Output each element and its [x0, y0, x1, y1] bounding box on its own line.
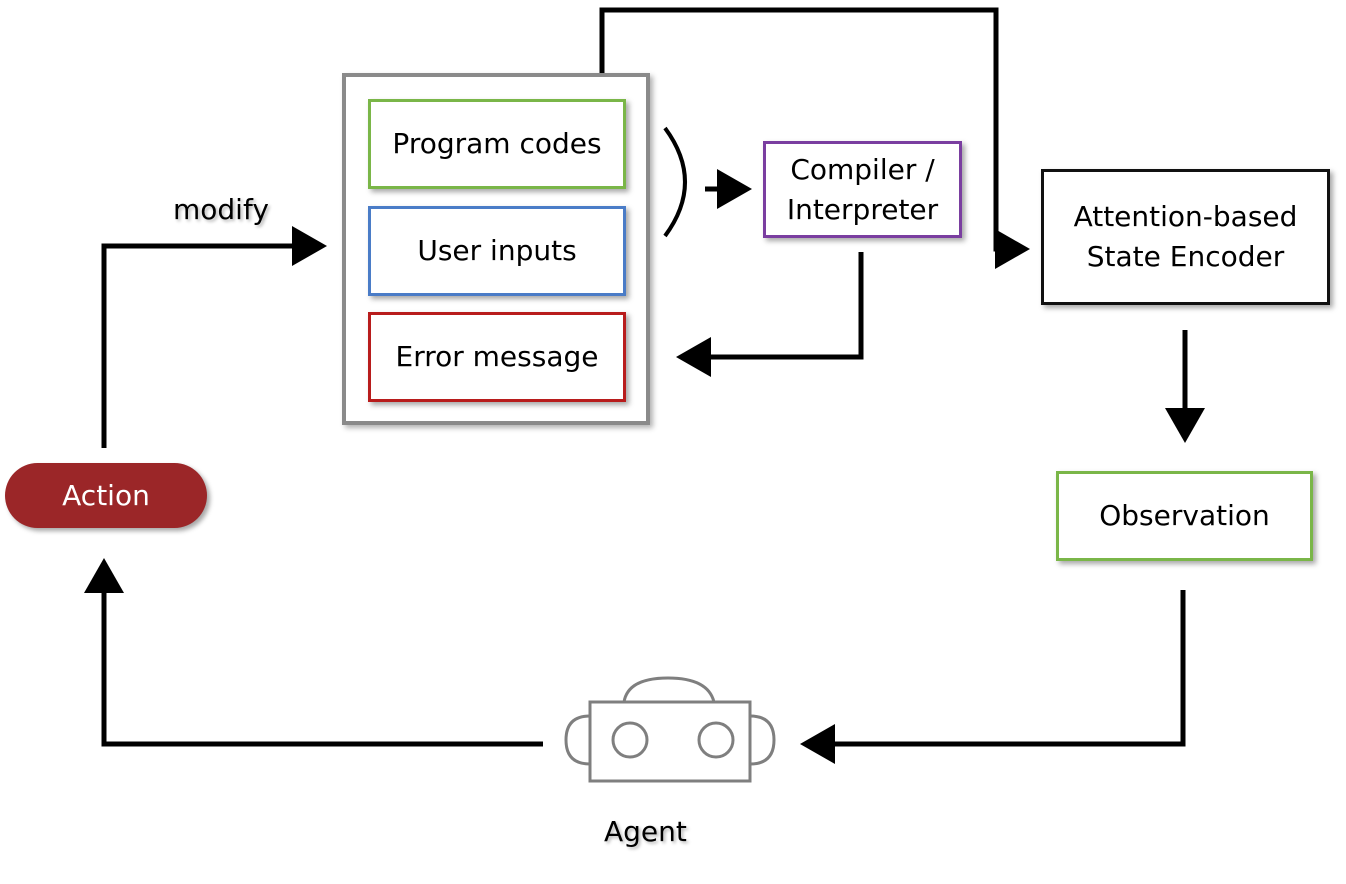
- arrow-action-to-group: [101, 226, 327, 448]
- compiler-label-line2: Interpreter: [786, 192, 939, 226]
- observation-label: Observation: [1099, 499, 1270, 532]
- action-pill: Action: [5, 463, 207, 528]
- compiler-label-line1: Compiler /: [790, 152, 935, 186]
- agent-robot-icon: [564, 676, 776, 783]
- agent-label: Agent: [604, 815, 687, 848]
- error-message-label: Error message: [395, 340, 599, 373]
- program-codes-label: Program codes: [392, 127, 602, 160]
- arrow-observation-to-agent: [800, 590, 1186, 764]
- compiler-interpreter-box: Compiler / Interpreter: [763, 141, 962, 238]
- encoder-label-line2: State Encoder: [1086, 240, 1285, 273]
- modify-edge-label: modify: [173, 193, 269, 226]
- arrow-agent-to-action: [84, 558, 543, 747]
- action-label: Action: [62, 479, 150, 512]
- encoder-label-line1: Attention-based: [1073, 200, 1298, 233]
- error-message-box: Error message: [368, 312, 626, 402]
- arrow-compiler-to-error: [676, 252, 864, 377]
- state-encoder-box: Attention-based State Encoder: [1041, 169, 1330, 305]
- group-bracket: [663, 126, 687, 238]
- user-inputs-box: User inputs: [368, 206, 626, 296]
- user-inputs-label: User inputs: [417, 234, 577, 267]
- observation-box: Observation: [1056, 471, 1313, 561]
- program-codes-box: Program codes: [368, 99, 626, 189]
- arrow-group-to-encoder: [599, 7, 1030, 269]
